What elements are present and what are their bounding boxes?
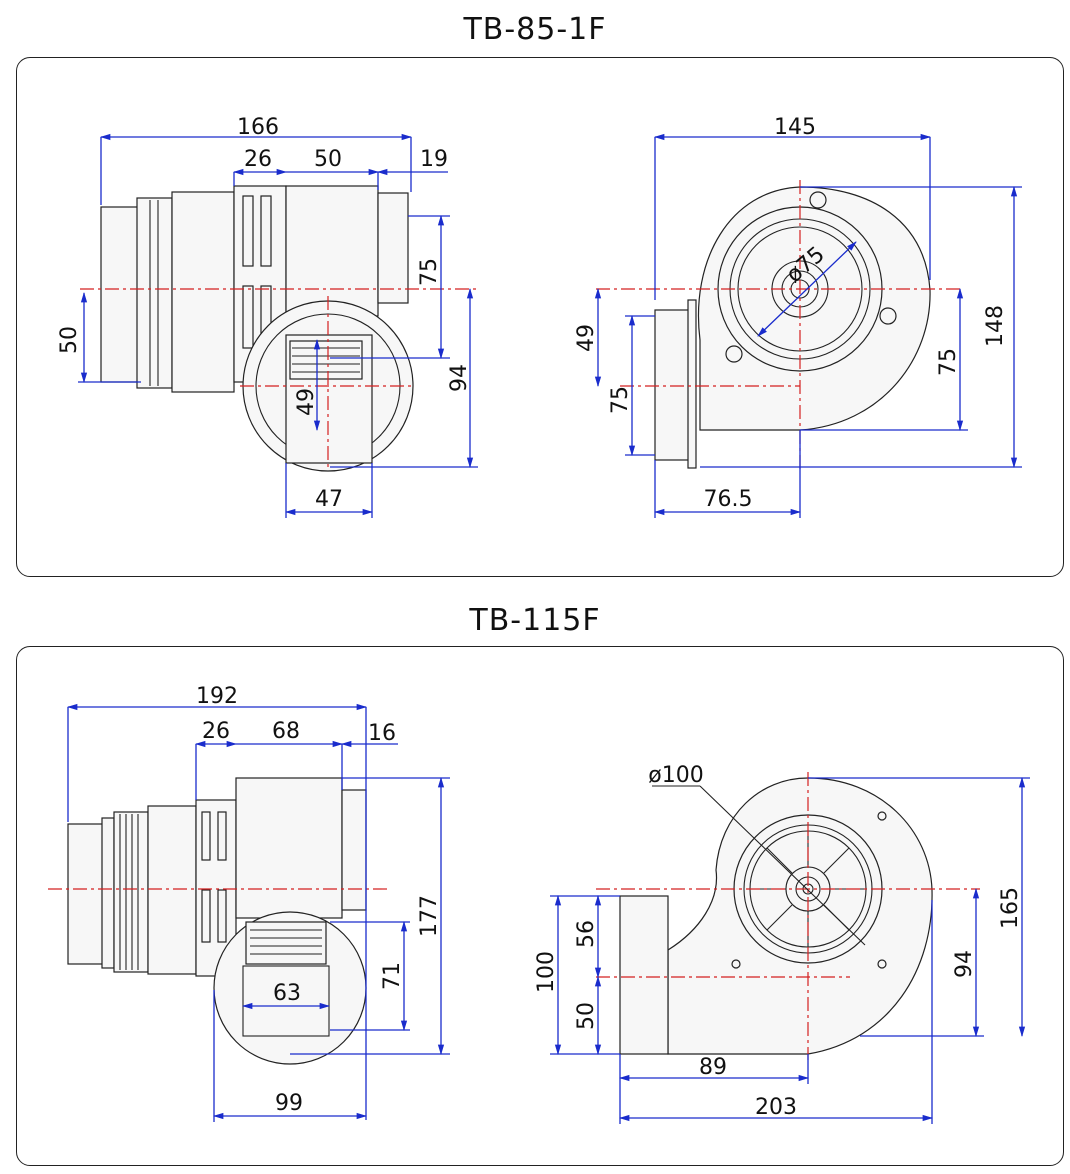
- dim-50-vertical: 50: [57, 326, 82, 354]
- dim-145: 145: [774, 115, 816, 140]
- dim-99: 99: [275, 1091, 303, 1116]
- dim-165: 165: [998, 887, 1023, 929]
- dim-56: 56: [574, 920, 599, 948]
- tb115-side-dimensions: [66, 703, 450, 1122]
- tb115-front-centerlines: [596, 772, 980, 1060]
- dim-166: 166: [237, 115, 279, 140]
- dim-19: 19: [420, 147, 448, 172]
- dim-26: 26: [244, 147, 272, 172]
- tb115-front-dimensions: [550, 776, 1030, 1124]
- tb85-side-view: [100, 185, 414, 472]
- dim-177: 177: [417, 895, 442, 937]
- dim-16: 16: [368, 721, 396, 746]
- dim-50-tb115: 50: [574, 1002, 599, 1030]
- dim-94-tb115: 94: [952, 950, 977, 978]
- dim-68: 68: [272, 719, 300, 744]
- dim-75-inlet: 75: [608, 386, 633, 414]
- dim-89: 89: [699, 1055, 727, 1080]
- dim-50: 50: [314, 147, 342, 172]
- dim-100: 100: [534, 951, 559, 993]
- dim-76-5: 76.5: [704, 487, 753, 512]
- dim-47: 47: [315, 487, 343, 512]
- model-title-tb-115f: TB-115F: [469, 603, 601, 638]
- drawing-panel-tb-115f: [16, 646, 1064, 1166]
- dim-148: 148: [983, 305, 1008, 347]
- tb85-side-centerlines: [80, 288, 478, 470]
- tb85-front-dimensions: [594, 133, 1022, 518]
- model-title-tb-85-1f: TB-85-1F: [463, 12, 607, 47]
- dim-diameter-100: ø100: [648, 763, 703, 788]
- drawing-panel-tb-85-1f: [16, 57, 1064, 577]
- dim-49: 49: [294, 388, 319, 416]
- tb85-front-view: [654, 186, 931, 469]
- dim-192: 192: [196, 684, 238, 709]
- dim-26-tb115: 26: [202, 719, 230, 744]
- tb115-side-view: [67, 777, 367, 1065]
- dim-63: 63: [273, 981, 301, 1006]
- dim-71: 71: [380, 962, 405, 990]
- tb115-front-view: [619, 777, 933, 1055]
- dim-75: 75: [417, 258, 442, 286]
- dim-94: 94: [447, 364, 472, 392]
- dim-203: 203: [755, 1095, 797, 1120]
- dim-49-front: 49: [574, 324, 599, 352]
- tb85-side-dimensions: [78, 133, 478, 518]
- dim-75-outlet: 75: [936, 348, 961, 376]
